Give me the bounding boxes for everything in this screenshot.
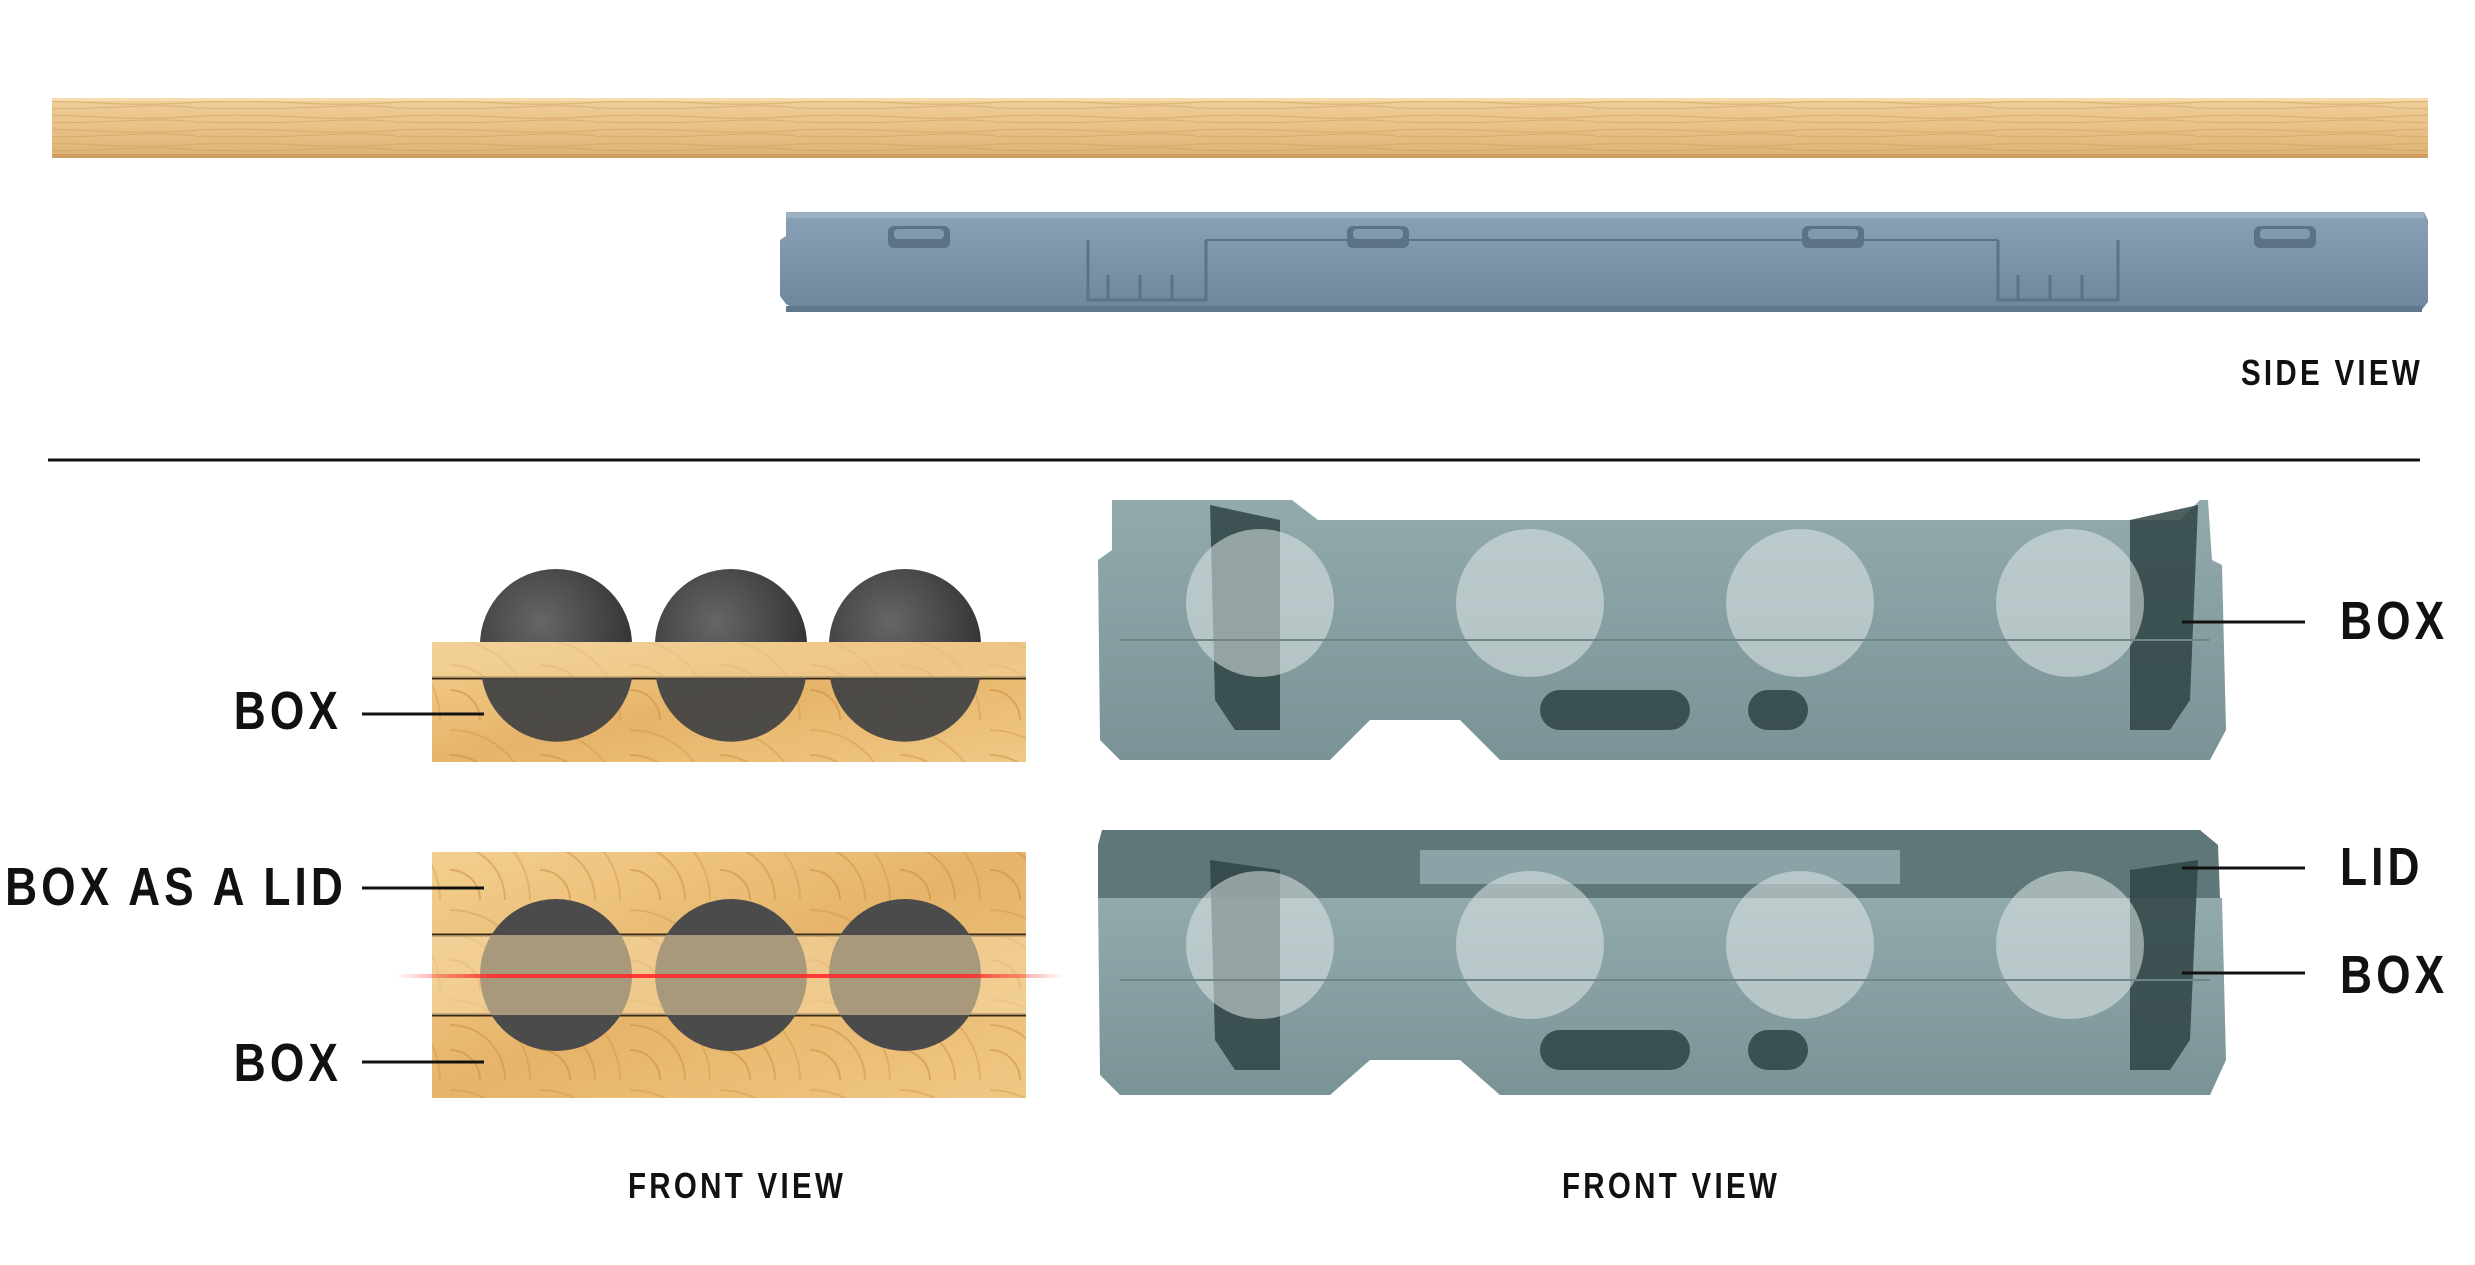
side-view-plastic-box bbox=[780, 212, 2428, 312]
front-view-left-label: FRONT VIEW bbox=[628, 1165, 847, 1206]
side-view-label: SIDE VIEW bbox=[2240, 352, 2423, 393]
left-front-view-stacked bbox=[395, 852, 1065, 1098]
side-view-wood-plank bbox=[52, 98, 2428, 158]
left-box-top-label: BOX bbox=[233, 681, 342, 741]
left-box-bottom-label: BOX bbox=[233, 1033, 342, 1093]
right-box-top-label: BOX bbox=[2340, 591, 2449, 651]
leader-lines bbox=[362, 620, 2305, 1064]
left-box-as-lid-label: BOX AS A LID bbox=[5, 857, 347, 917]
right-front-view-stacked bbox=[1098, 830, 2226, 1095]
right-box-bottom-label: BOX bbox=[2340, 945, 2449, 1005]
right-lid-label: LID bbox=[2340, 837, 2424, 897]
front-view-right-label: FRONT VIEW bbox=[1562, 1165, 1781, 1206]
right-front-view-box bbox=[1098, 500, 2226, 760]
laser-line bbox=[395, 974, 1065, 978]
left-front-view-top bbox=[432, 569, 1026, 762]
